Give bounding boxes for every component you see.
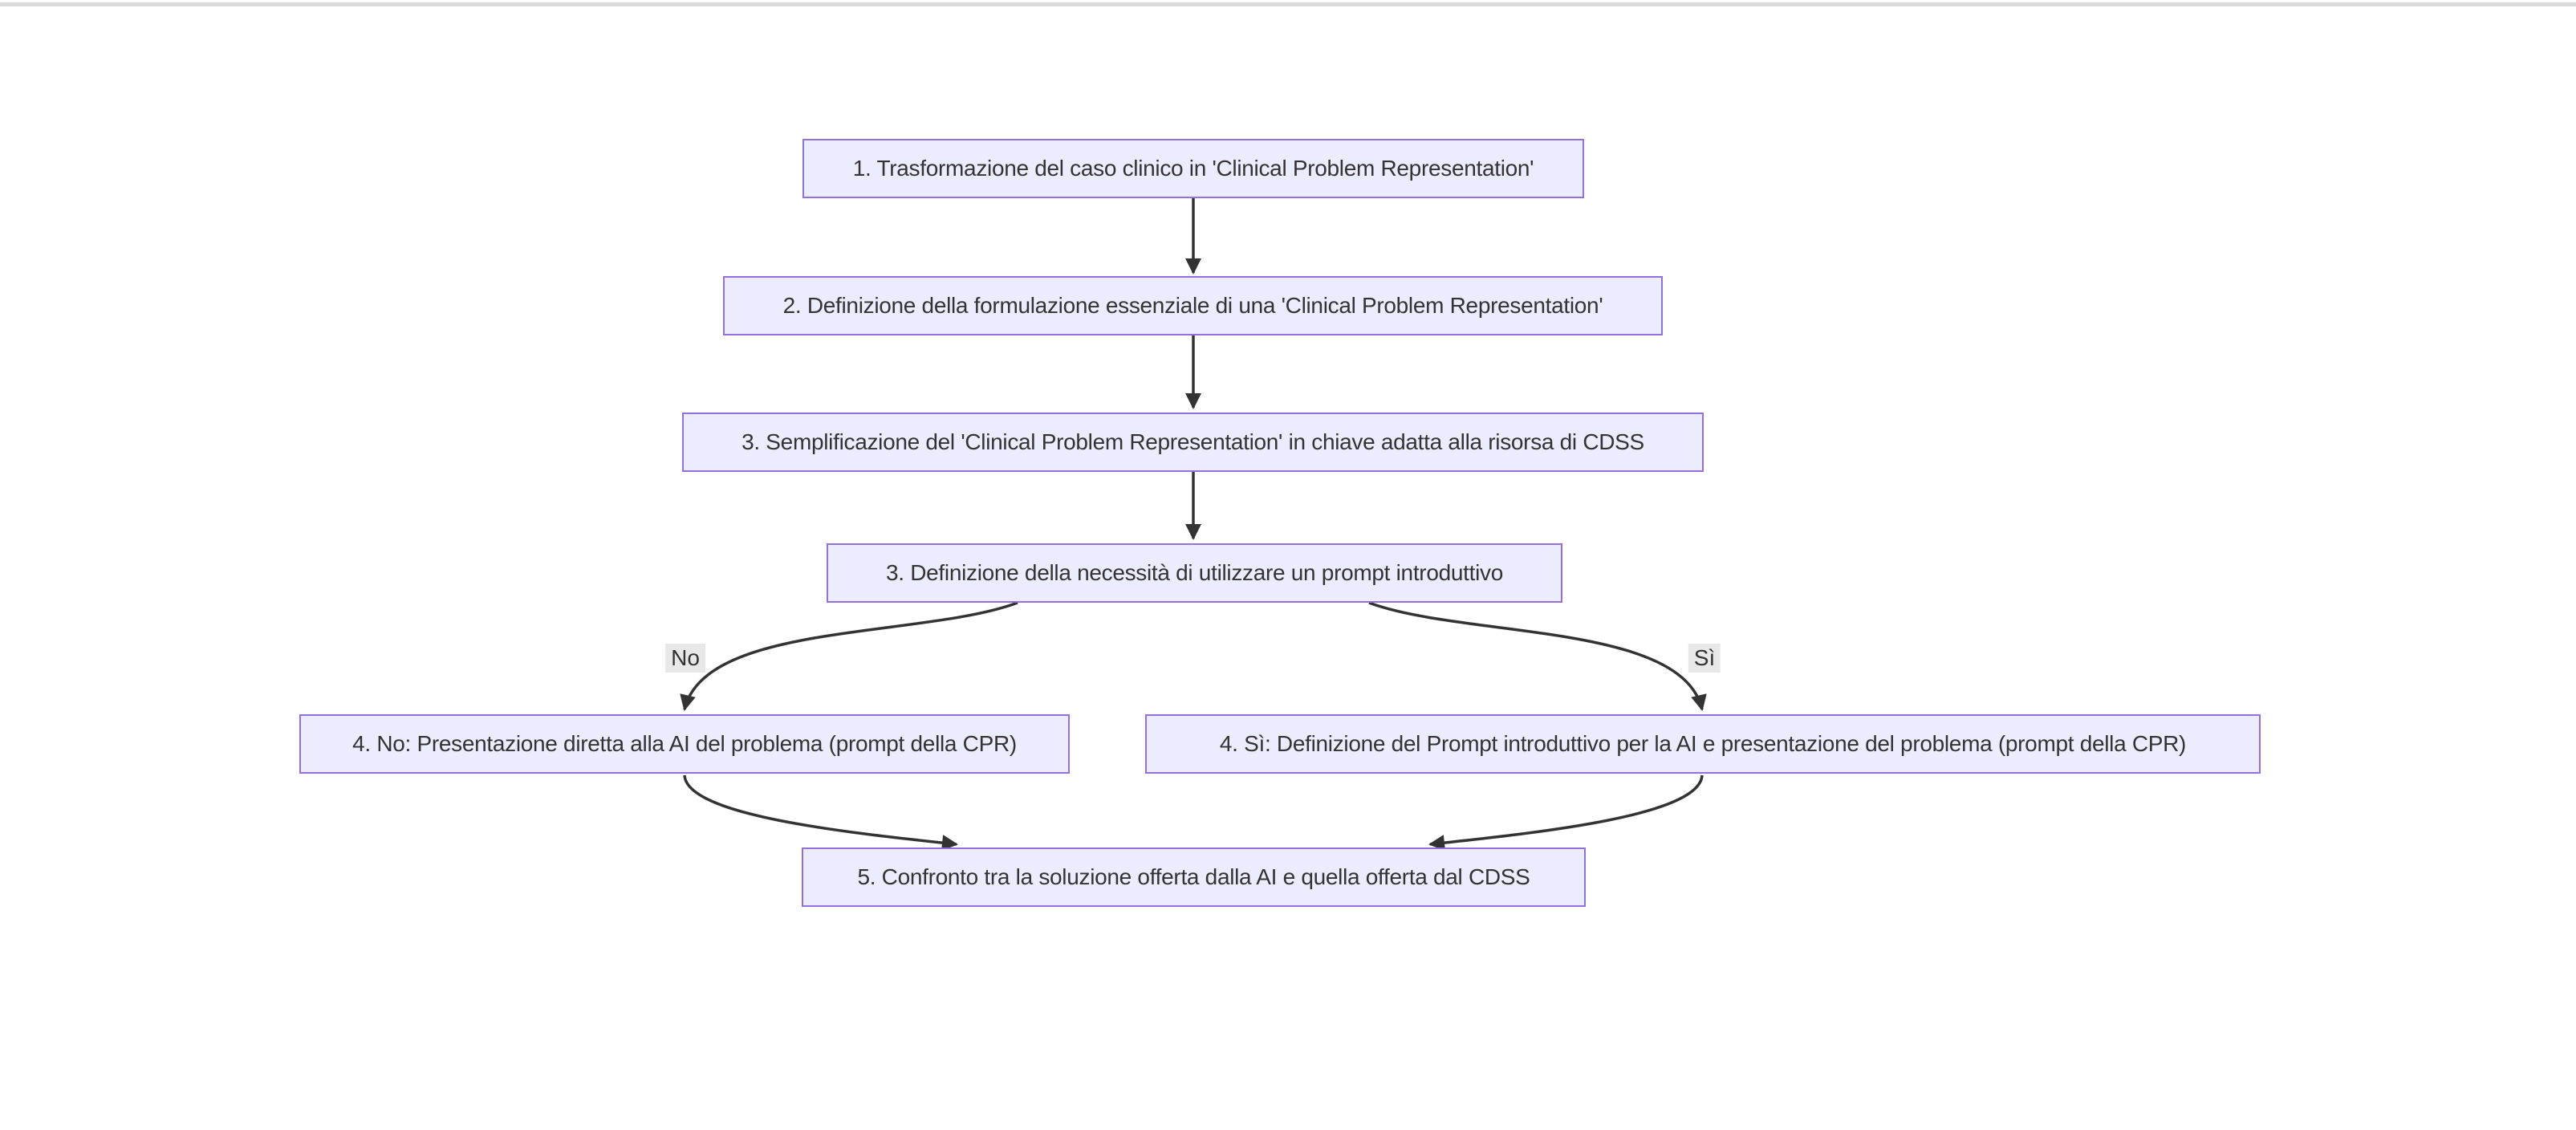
top-scrollbar bbox=[0, 2, 2576, 6]
node-step-2: 2. Definizione della formulazione essenz… bbox=[723, 276, 1663, 335]
edge-step3b-step4si-arrow bbox=[1368, 601, 1707, 711]
node-step-3: 3. Semplificazione del 'Clinical Problem… bbox=[682, 413, 1704, 472]
edge-step4no-step5-arrow bbox=[683, 774, 958, 852]
node-step-1: 1. Trasformazione del caso clinico in 'C… bbox=[802, 139, 1584, 198]
node-step-3b-decision: 3. Definizione della necessità di utiliz… bbox=[827, 543, 1562, 603]
edge-label-no: No bbox=[665, 644, 705, 673]
edge-step4si-step5-arrow bbox=[1428, 774, 1704, 852]
node-step-4-no: 4. No: Presentazione diretta alla AI del… bbox=[299, 714, 1070, 774]
edge-label-si: Sì bbox=[1688, 644, 1721, 673]
node-step-5: 5. Confronto tra la soluzione offerta da… bbox=[802, 848, 1586, 907]
node-step-4-si: 4. Sì: Definizione del Prompt introdutti… bbox=[1145, 714, 2261, 774]
edge-step3b-step4no-arrow bbox=[680, 601, 1018, 711]
